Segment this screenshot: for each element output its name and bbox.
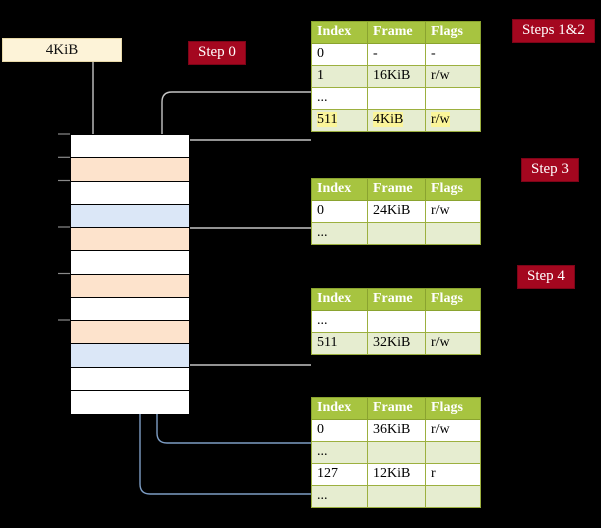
badge-steps-1-2: Steps 1&2 <box>512 19 595 44</box>
table-row: ... <box>311 310 481 334</box>
cell-flags <box>425 310 481 334</box>
cell-index: ... <box>311 87 368 111</box>
badge-step-3: Step 3 <box>521 158 579 183</box>
cell-flags: r/w <box>425 200 481 224</box>
cell-frame <box>367 485 426 509</box>
cell-flags: r/w <box>425 332 481 356</box>
memory-frame-row <box>71 344 189 368</box>
memory-frame-row <box>71 251 189 275</box>
cell-index: 511 <box>311 332 368 356</box>
cell-frame: 24KiB <box>367 200 426 224</box>
highlighted-value: 4KiB <box>373 112 404 128</box>
cell-frame <box>367 310 426 334</box>
table-row: 0-- <box>311 43 481 67</box>
table-row: ... <box>311 485 481 509</box>
cell-frame: 32KiB <box>367 332 426 356</box>
badge-step-4-label: Step 4 <box>527 268 565 284</box>
highlighted-value: 511 <box>317 112 338 128</box>
cell-index: 511 <box>311 109 368 133</box>
cell-flags: r/w <box>425 65 481 89</box>
column-header-index: Index <box>311 396 368 421</box>
badge-step-4: Step 4 <box>517 265 575 290</box>
badge-step-0: Step 0 <box>188 41 246 66</box>
cell-frame <box>367 87 426 111</box>
cell-flags: - <box>425 43 481 67</box>
memory-frame-row <box>71 390 189 414</box>
column-header-flags: Flags <box>425 287 481 312</box>
memory-frame-row <box>71 321 189 345</box>
column-header-frame: Frame <box>367 287 426 312</box>
physical-memory-column <box>70 134 190 414</box>
table-row: 511 4KiB r/w <box>311 109 481 133</box>
virtual-page-label: 4KiB <box>45 41 79 58</box>
memory-frame-row <box>71 135 189 159</box>
memory-frame-row <box>71 204 189 228</box>
cell-frame: 4KiB <box>367 109 426 133</box>
cell-index: 0 <box>311 43 368 67</box>
cell-flags <box>425 222 481 246</box>
table-row: ... <box>311 222 481 246</box>
cell-frame: - <box>367 43 426 67</box>
cell-frame: 36KiB <box>367 419 426 443</box>
cell-index: 0 <box>311 200 368 224</box>
column-header-index: Index <box>311 20 368 45</box>
badge-step-0-label: Step 0 <box>198 44 236 60</box>
column-header-index: Index <box>311 287 368 312</box>
table-row: ... <box>311 441 481 465</box>
memory-frame-row <box>71 367 189 391</box>
cell-flags <box>425 441 481 465</box>
cell-index: 1 <box>311 65 368 89</box>
column-header-frame: Frame <box>367 20 426 45</box>
cell-frame: 16KiB <box>367 65 426 89</box>
column-header-flags: Flags <box>425 20 481 45</box>
badge-step-3-label: Step 3 <box>531 161 569 177</box>
cell-index: ... <box>311 310 368 334</box>
cell-index: 0 <box>311 419 368 443</box>
cell-flags <box>425 485 481 509</box>
cell-flags: r <box>425 463 481 487</box>
virtual-page-box: 4KiB <box>2 38 122 62</box>
memory-frame-row <box>71 228 189 252</box>
column-header-flags: Flags <box>425 396 481 421</box>
cell-flags <box>425 87 481 111</box>
table-row: ... <box>311 87 481 111</box>
highlighted-value: r/w <box>431 112 450 128</box>
column-header-flags: Flags <box>425 177 481 202</box>
column-header-index: Index <box>311 177 368 202</box>
cell-frame: 12KiB <box>367 463 426 487</box>
cell-flags: r/w <box>425 419 481 443</box>
cell-index: 127 <box>311 463 368 487</box>
cell-frame <box>367 222 426 246</box>
memory-frame-row <box>71 181 189 205</box>
memory-frame-row <box>71 158 189 182</box>
cell-index: ... <box>311 222 368 246</box>
memory-frame-row <box>71 297 189 321</box>
cell-index: ... <box>311 485 368 509</box>
cell-frame <box>367 441 426 465</box>
cell-index: ... <box>311 441 368 465</box>
column-header-frame: Frame <box>367 396 426 421</box>
column-header-frame: Frame <box>367 177 426 202</box>
badge-steps-1-2-label: Steps 1&2 <box>522 22 585 38</box>
memory-frame-row <box>71 274 189 298</box>
cell-flags: r/w <box>425 109 481 133</box>
